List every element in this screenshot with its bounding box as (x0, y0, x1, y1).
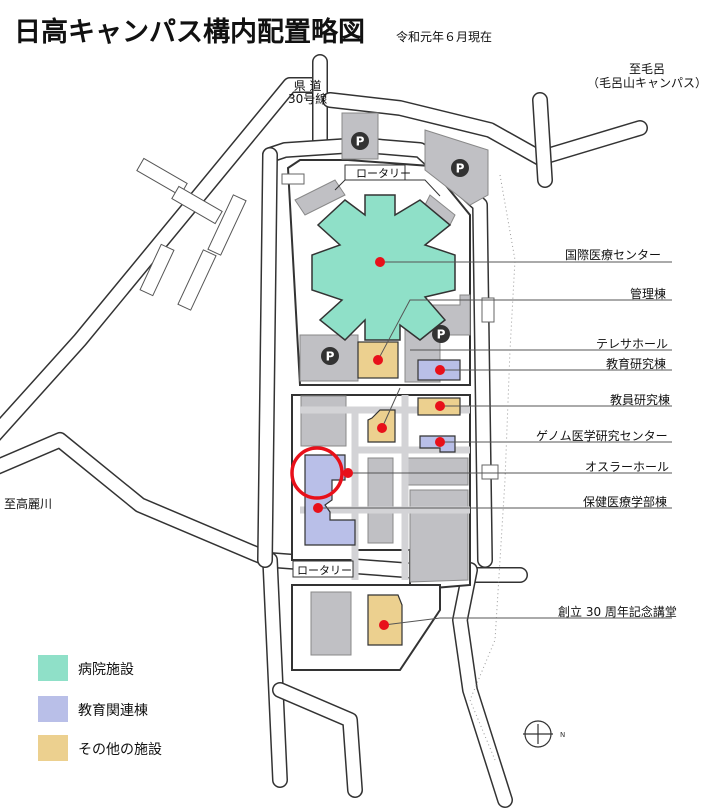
legend-swatch (38, 655, 68, 681)
parking-icon-label: P (456, 162, 465, 176)
label-hoken-iryo-gakubu: 保健医療学部棟 (583, 495, 668, 509)
rotary-bottom-box (292, 560, 354, 578)
label-prefectural-road: 県 道 30号線 (288, 79, 328, 106)
compass-icon: N (523, 720, 565, 748)
parking-icon-label: P (437, 328, 446, 342)
marker-teresa (373, 355, 383, 365)
label-to-koma: 至高麗川 (4, 497, 53, 511)
legend-label: 教育関連棟 (78, 703, 148, 719)
page-title: 日高キャンパス構内配置略図 (14, 17, 365, 48)
marker-soritsu (379, 620, 389, 630)
date-note: 令和元年６月現在 (396, 30, 493, 44)
parking-icon (432, 325, 450, 343)
legend-label: その他の施設 (78, 742, 162, 758)
hospital-building (311, 194, 456, 342)
marker-kyoiku (435, 365, 445, 375)
marker-hoken (313, 503, 323, 513)
label-kokusai-iryo-center: 国際医療センター (565, 248, 662, 262)
marker-kokusai (375, 257, 385, 267)
leader-lines (318, 261, 672, 626)
marker-genome (435, 437, 445, 447)
label-rotary-top: ロータリー (356, 167, 411, 180)
label-teresa-hall: テレサホール (596, 337, 669, 351)
road-network (0, 54, 648, 808)
parking-icon (321, 347, 339, 365)
marker-kanri (377, 423, 387, 433)
outline-blocks (136, 157, 247, 311)
parking-icon-label: P (326, 350, 335, 364)
marker-osler (343, 468, 353, 478)
parking-icon-label: P (356, 135, 365, 149)
legend-swatch (38, 696, 68, 722)
label-osler-hall: オスラーホール (585, 460, 670, 474)
parking-icon (351, 132, 369, 150)
parking-icon (451, 159, 469, 177)
legend-swatch (38, 735, 68, 761)
parking-markers: P P P P (321, 132, 469, 365)
legend-label: 病院施設 (78, 662, 134, 678)
colored-buildings (304, 341, 461, 646)
label-kyoin-kenkyu-to: 教員研究棟 (610, 393, 671, 407)
marker-kyoin (435, 401, 445, 411)
label-kanri-to: 管理棟 (630, 287, 667, 301)
label-rotary-bottom: ロータリー (297, 564, 352, 577)
building-markers (313, 257, 445, 630)
label-genome-center: ゲノム医学研究センター (536, 429, 668, 443)
highlight-circle (290, 446, 344, 500)
rotary-top-shape (334, 164, 441, 197)
label-to-moroyama: 至毛呂 （毛呂山キャンパス） (587, 62, 708, 90)
compass-label: N (560, 731, 565, 739)
label-kyoiku-kenkyu-to: 教育研究棟 (606, 357, 667, 371)
label-soritsu-kinen-kodo: 創立 30 周年記念講堂 (558, 605, 677, 619)
